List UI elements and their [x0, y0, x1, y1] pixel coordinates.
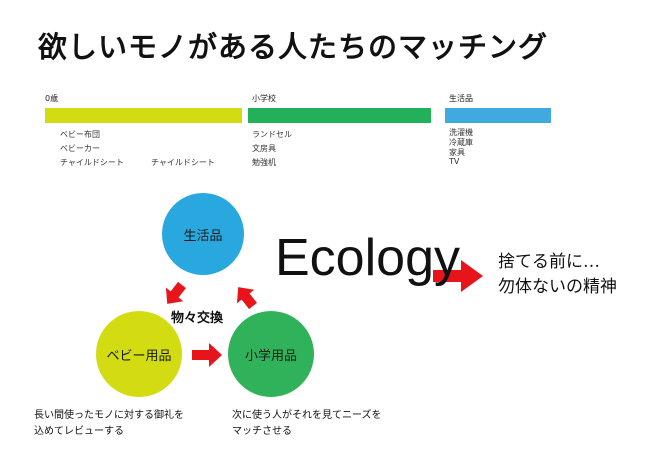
node-baby-goods-label: ベビー用品 — [106, 348, 172, 364]
stage-bar-1 — [248, 108, 431, 123]
stage-2-item-1: 冷蔵庫 — [449, 138, 473, 147]
stage-label-1: 小学校 — [252, 94, 276, 103]
node-living-goods-label: 生活品 — [183, 228, 223, 244]
stage-1-item-1: 文房具 — [252, 144, 276, 153]
ecology-word: Ecology — [275, 229, 460, 287]
node-baby-goods: ベビー用品 — [96, 311, 182, 397]
arrow-baby-to-school — [192, 343, 222, 367]
node-school-goods-label: 小学用品 — [244, 348, 297, 364]
stage-1-item-0: ランドセル — [252, 130, 292, 139]
stage-1-item-2: 勉強机 — [252, 158, 276, 167]
stage-2-item-2: 家具 — [449, 148, 465, 157]
stage-0-item-1: ベビーカー — [60, 144, 100, 153]
node-school-goods: 小学用品 — [228, 311, 314, 397]
caption-school-line-1: 次に使う人がそれを見てニーズを — [232, 410, 382, 421]
arrow-school-to-living — [236, 287, 257, 310]
caption-baby-line-2: 込めてレビューする — [34, 426, 124, 437]
motto-line-2: 勿体ないの精神 — [498, 277, 617, 297]
stage-0-item-extra: チャイルドシート — [151, 158, 215, 167]
caption-baby-line-1: 長い間使ったモノに対する御礼を — [34, 410, 184, 421]
stage-2-item-3: TV — [449, 157, 460, 166]
stage-2-item-0: 洗濯機 — [449, 128, 473, 137]
stage-label-0: 0歳 — [45, 94, 59, 103]
arrow-ecology-to-motto — [433, 260, 483, 292]
caption-school-line-2: マッチさせる — [232, 426, 292, 437]
stage-label-2: 生活品 — [449, 94, 473, 103]
exchange-label: 物々交換 — [171, 311, 224, 326]
node-living-goods: 生活品 — [162, 193, 244, 275]
stage-bar-2 — [445, 108, 551, 123]
stage-bar-0 — [45, 108, 242, 123]
stage-0-item-0: ベビー布団 — [60, 130, 100, 139]
stage-0-item-2: チャイルドシート — [60, 158, 124, 167]
motto-line-1: 捨てる前に… — [498, 252, 600, 272]
page-title: 欲しいモノがある人たちのマッチング — [38, 30, 549, 64]
arrow-living-to-baby — [165, 281, 186, 304]
